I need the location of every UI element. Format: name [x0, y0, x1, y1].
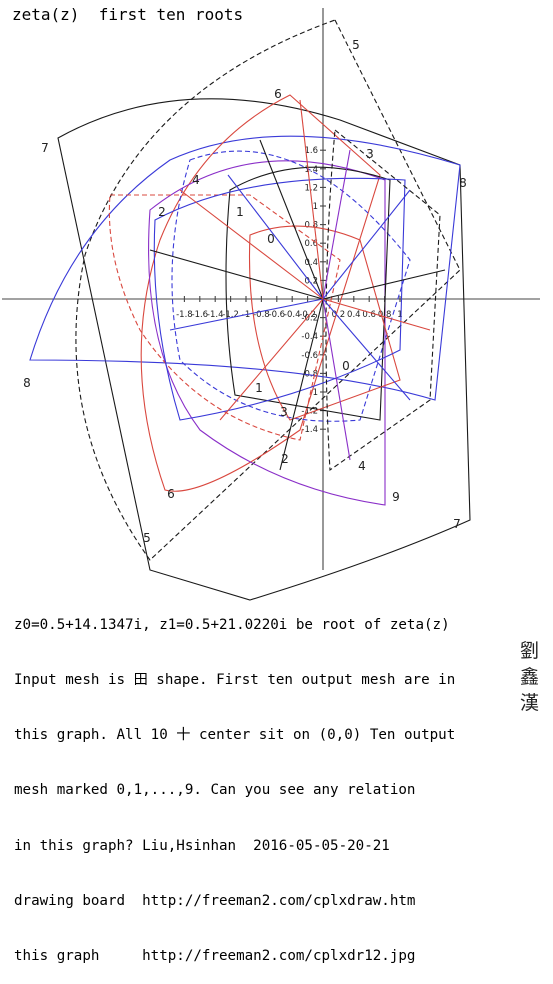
- x-tick-label: 0.4: [347, 310, 361, 320]
- x-tick-label: -0.6: [269, 310, 286, 320]
- y-tick-label: 1.4: [304, 165, 318, 175]
- mesh-spoke-line: [322, 189, 411, 300]
- mesh-number-label: 3: [280, 405, 288, 419]
- mesh-spoke-line: [299, 99, 324, 300]
- description-line: z0=0.5+14.1347i, z1=0.5+21.0220i be root…: [14, 616, 450, 633]
- mesh-spoke-line: [322, 298, 431, 331]
- mesh-spoke-line: [179, 189, 324, 300]
- description-line: this graph http://freeman2.com/cplxdr12.…: [14, 948, 416, 965]
- x-tick-label: 0.6: [362, 310, 376, 320]
- description-text: z0=0.5+14.1347i, z1=0.5+21.0220i be root…: [14, 579, 550, 984]
- y-tick-label: -1.4: [301, 425, 318, 435]
- mesh-spoke-line: [322, 149, 351, 300]
- description-line: drawing board http://freeman2.com/cplxdr…: [14, 892, 416, 909]
- mesh-spoke-line: [219, 298, 324, 421]
- mesh-spoke-line: [169, 298, 324, 331]
- mesh-number-label: 0: [342, 359, 350, 373]
- mesh-0-red: [248, 225, 401, 421]
- description-line: in this graph? Liu,Hsinhan 2016-05-05-20…: [14, 837, 390, 854]
- mesh-number-label: 5: [352, 38, 360, 52]
- y-tick-label: 0.2: [304, 276, 318, 286]
- mesh-number-label: 9: [392, 490, 400, 504]
- x-tick-label: -0.2: [299, 310, 316, 320]
- zeta-root-mesh-plot: -1.8-1.6-1.4-1.2-1-0.8-0.6-0.4-0.20.20.4…: [2, 8, 540, 601]
- mesh-spoke-line: [227, 174, 324, 300]
- mesh-number-label: 1: [255, 381, 263, 395]
- y-tick-label: 0.6: [304, 239, 318, 249]
- mesh-number-label: 0: [267, 232, 275, 246]
- mesh-number-label: 1: [236, 205, 244, 219]
- mesh-3-blue-dashed: [171, 150, 411, 422]
- x-tick-label: -1.8: [176, 310, 193, 320]
- signature-char: 漢: [520, 692, 540, 714]
- signature-char: 鑫: [520, 666, 540, 688]
- x-tick-label: -0.4: [284, 310, 301, 320]
- mesh-9-purple: [148, 160, 386, 506]
- y-tick-label: -1.2: [301, 407, 318, 417]
- mesh-number-label: 6: [167, 487, 175, 501]
- x-tick-label: -1.2: [222, 310, 239, 320]
- y-tick-label: 0.4: [304, 258, 318, 268]
- x-tick-label: 1: [397, 310, 402, 320]
- mesh-number-label: 4: [358, 459, 366, 473]
- mesh-number-label: 8: [23, 376, 31, 390]
- mesh-spoke-line: [322, 298, 351, 461]
- mesh-spoke-line: [149, 249, 324, 300]
- mesh-number-label: 4: [192, 173, 200, 187]
- y-tick-label: -0.6: [301, 351, 318, 361]
- x-tick-label: -0.8: [253, 310, 270, 320]
- mesh-number-label: 7: [453, 517, 461, 531]
- mesh-6-red: [140, 94, 381, 492]
- author-signature: 劉 鑫 漢: [520, 638, 542, 716]
- mesh-spoke-line: [279, 298, 324, 471]
- diagram-title: zeta(z) first ten roots: [12, 5, 244, 24]
- x-tick-label: -1.6: [192, 310, 209, 320]
- mesh-number-label: 3: [366, 147, 374, 161]
- x-tick-label: -1.4: [207, 310, 224, 320]
- mesh-number-label: 7: [41, 141, 49, 155]
- x-tick-label: 0.2: [332, 310, 346, 320]
- y-tick-label: -0.4: [301, 332, 318, 342]
- y-tick-label: -1: [310, 388, 318, 398]
- mesh-spoke-line: [259, 139, 324, 300]
- y-tick-label: 1.6: [304, 146, 318, 156]
- mesh-number-label: 2: [281, 452, 289, 466]
- mesh-spoke-line: [322, 298, 411, 401]
- mesh-2-blue: [153, 177, 406, 421]
- description-line: mesh marked 0,1,...,9. Can you see any r…: [14, 782, 416, 799]
- mesh-4-red-dashed: [108, 194, 341, 441]
- y-tick-label: 1.2: [304, 183, 318, 193]
- mesh-1-black: [225, 166, 391, 421]
- mesh-number-label: 2: [158, 205, 166, 219]
- mesh-spoke-line: [322, 269, 446, 300]
- signature-char: 劉: [520, 640, 540, 662]
- y-tick-label: -0.2: [301, 314, 318, 324]
- description-line: this graph. All 10 十 center sit on (0,0)…: [14, 727, 456, 744]
- y-tick-label: 0.8: [304, 221, 318, 231]
- mesh-3-black-dashed: [325, 128, 441, 472]
- mesh-7-black: [57, 98, 471, 601]
- mesh-8-blue: [29, 135, 461, 401]
- y-tick-label: 1: [313, 202, 318, 212]
- diagram-canvas: -1.8-1.6-1.4-1.2-1-0.8-0.6-0.4-0.20.20.4…: [2, 8, 540, 601]
- mesh-5-black-dashed: [75, 19, 461, 561]
- mesh-number-label: 5: [143, 531, 151, 545]
- mesh-number-label: 8: [459, 176, 467, 190]
- mesh-number-label: 6: [274, 87, 282, 101]
- description-line: Input mesh is 田 shape. First ten output …: [14, 672, 456, 689]
